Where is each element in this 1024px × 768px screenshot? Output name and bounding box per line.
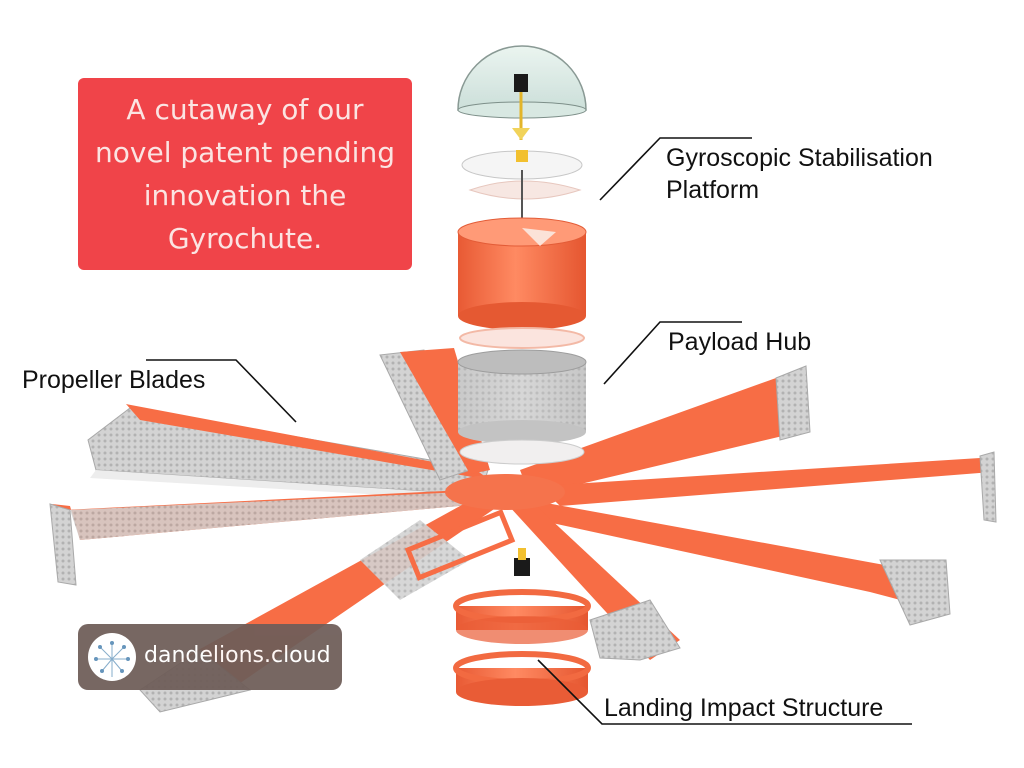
- leader-lines: [146, 137, 912, 725]
- label-payload-hub: Payload Hub: [668, 328, 812, 356]
- callout-text: A cutaway of our novel patent pending in…: [95, 93, 395, 255]
- landing-impact-rings: [453, 589, 591, 706]
- brand-name: dandelions.cloud: [144, 643, 331, 668]
- gyro-housing-ring: [457, 217, 587, 330]
- component-stack: [453, 45, 591, 706]
- leader-line-gyro: [599, 137, 752, 201]
- propeller-blade: [520, 365, 811, 496]
- brand-badge: dandelions.cloud: [78, 624, 342, 690]
- payload-hub-cylinder: [457, 349, 587, 444]
- propeller-blade: [540, 451, 997, 523]
- spacer-ring: [459, 327, 585, 349]
- gyro-platform-disc: [461, 150, 583, 228]
- label-propeller-blades: Propeller Blades: [22, 366, 206, 394]
- label-landing-impact-structure: Landing Impact Structure: [604, 694, 884, 722]
- dandelion-logo-icon: [88, 633, 136, 681]
- label-gyro-line2: Platform: [666, 176, 760, 204]
- payload-base-disc: [459, 439, 585, 465]
- gyro-dome: [457, 45, 587, 140]
- propeller-blade: [87, 404, 490, 500]
- callout-box: A cutaway of our novel patent pending in…: [78, 78, 412, 270]
- connector-part: [514, 548, 530, 576]
- label-gyro-line1: Gyroscopic Stabilisation: [666, 144, 933, 172]
- propeller-blades: [49, 348, 997, 713]
- propeller-blade: [49, 490, 470, 586]
- leader-line-payload: [603, 321, 742, 385]
- label-gyroscopic-stabilisation: Gyroscopic Stabilisation Platform: [666, 142, 933, 206]
- propeller-blade: [520, 500, 951, 626]
- leader-line-landing: [537, 659, 912, 725]
- propeller-blade: [379, 348, 490, 481]
- leader-line-propeller: [146, 359, 297, 423]
- propeller-hub-plate: [445, 474, 565, 510]
- propeller-blade: [508, 500, 681, 661]
